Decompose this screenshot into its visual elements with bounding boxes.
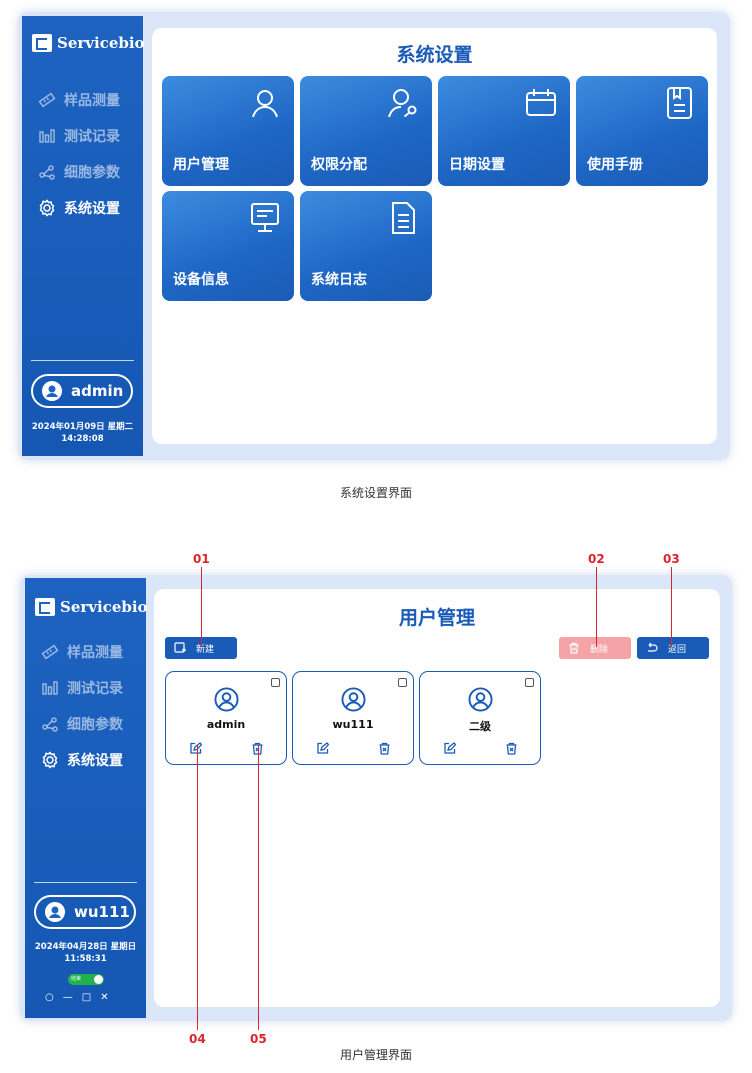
caption-system-settings: 系统设置界面 xyxy=(339,486,412,500)
user-icon xyxy=(248,86,282,120)
share-nodes-icon xyxy=(38,163,56,181)
brand-name: Servicebio xyxy=(57,34,145,52)
edit-icon[interactable] xyxy=(316,742,329,755)
date-display: 2024年04月28日 星期日 xyxy=(34,942,137,952)
callout-03: 03 xyxy=(663,552,680,566)
brand-name: Servicebio xyxy=(60,598,148,616)
user-badge[interactable]: admin xyxy=(31,374,133,408)
maximize-icon[interactable]: □ xyxy=(81,992,92,1003)
nav-item-test-records[interactable]: 测试记录 xyxy=(38,118,120,154)
minimize-icon[interactable]: — xyxy=(62,992,73,1003)
tile-user-manual[interactable]: 使用手册 xyxy=(576,76,708,186)
edit-icon[interactable] xyxy=(189,742,202,755)
time-display: 14:28:08 xyxy=(61,434,104,444)
select-checkbox[interactable] xyxy=(271,678,280,687)
user-avatar-icon xyxy=(341,687,366,712)
page-title: 系统设置 xyxy=(396,44,473,66)
brand-logo: Servicebio xyxy=(32,34,145,52)
callout-line-02 xyxy=(596,567,597,647)
main-panel: 系统设置 用户管理 权限分配 日期设置 使用手册 设备信息 系统日志 xyxy=(152,28,717,444)
user-avatar-icon xyxy=(42,381,62,401)
user-avatar-icon xyxy=(214,687,239,712)
back-button[interactable]: 返回 xyxy=(637,637,709,659)
user-card-level2[interactable]: 二级 xyxy=(419,671,541,765)
tile-date-settings[interactable]: 日期设置 xyxy=(438,76,570,186)
callout-04: 04 xyxy=(189,1032,206,1046)
logo-icon xyxy=(32,34,52,52)
time-display: 11:58:31 xyxy=(64,954,107,964)
status-toggle[interactable]: 结束 xyxy=(68,974,104,985)
gear-icon xyxy=(38,199,56,217)
add-icon xyxy=(174,642,186,654)
ruler-icon xyxy=(38,91,56,109)
tile-device-info[interactable]: 设备信息 xyxy=(162,191,294,301)
return-icon xyxy=(646,642,658,654)
close-icon[interactable]: ✕ xyxy=(100,992,109,1003)
page-title: 用户管理 xyxy=(398,607,475,629)
date-display: 2024年01月09日 星期二 xyxy=(31,422,134,432)
select-checkbox[interactable] xyxy=(525,678,534,687)
callout-02: 02 xyxy=(588,552,605,566)
bar-chart-icon xyxy=(38,127,56,145)
monitor-icon xyxy=(248,201,282,235)
select-checkbox[interactable] xyxy=(398,678,407,687)
tile-system-log[interactable]: 系统日志 xyxy=(300,191,432,301)
trash-icon xyxy=(568,642,580,654)
sidebar: Servicebio 样品测量 测试记录 细胞参数 系统设置 wu111 202… xyxy=(25,578,148,1018)
manual-icon xyxy=(662,86,696,120)
callout-line-03 xyxy=(671,567,672,647)
callout-line-01 xyxy=(201,567,202,647)
callout-line-05 xyxy=(258,745,259,1030)
nav-item-test-records[interactable]: 测试记录 xyxy=(41,670,123,706)
nav-item-cell-params[interactable]: 细胞参数 xyxy=(38,154,120,190)
nav-item-cell-params[interactable]: 细胞参数 xyxy=(41,706,123,742)
trash-icon[interactable] xyxy=(251,742,264,755)
brand-logo: Servicebio xyxy=(35,598,148,616)
main-panel: 用户管理 新建 删除 返回 admin wu111 二级 xyxy=(154,589,720,1007)
window-controls: ○ — □ ✕ xyxy=(45,992,109,1003)
logo-icon xyxy=(35,598,55,616)
nav-menu: 样品测量 测试记录 细胞参数 系统设置 xyxy=(41,634,123,778)
ruler-icon xyxy=(41,643,59,661)
trash-icon[interactable] xyxy=(505,742,518,755)
user-card-wu111[interactable]: wu111 xyxy=(292,671,414,765)
callout-05: 05 xyxy=(250,1032,267,1046)
callout-line-04 xyxy=(197,745,198,1030)
nav-item-system-settings[interactable]: 系统设置 xyxy=(38,190,120,226)
trash-icon[interactable] xyxy=(378,742,391,755)
edit-icon[interactable] xyxy=(443,742,456,755)
tile-user-management[interactable]: 用户管理 xyxy=(162,76,294,186)
user-badge[interactable]: wu111 xyxy=(34,895,136,929)
sidebar-divider xyxy=(31,360,134,361)
gear-icon xyxy=(41,751,59,769)
sidebar-divider xyxy=(34,882,137,883)
caption-user-management: 用户管理界面 xyxy=(339,1048,412,1062)
user-card-admin[interactable]: admin xyxy=(165,671,287,765)
new-user-button[interactable]: 新建 xyxy=(165,637,237,659)
share-nodes-icon xyxy=(41,715,59,733)
calendar-icon xyxy=(524,86,558,120)
document-icon xyxy=(386,201,420,235)
nav-item-sample-measure[interactable]: 样品测量 xyxy=(38,82,120,118)
nav-item-system-settings[interactable]: 系统设置 xyxy=(41,742,123,778)
bar-chart-icon xyxy=(41,679,59,697)
nav-menu: 样品测量 测试记录 细胞参数 系统设置 xyxy=(38,82,120,226)
sidebar: Servicebio 样品测量 测试记录 细胞参数 系统设置 admin 202… xyxy=(22,16,145,456)
toggle-knob xyxy=(94,975,103,984)
refresh-icon[interactable]: ○ xyxy=(45,992,54,1003)
user-avatar-icon xyxy=(45,902,65,922)
nav-item-sample-measure[interactable]: 样品测量 xyxy=(41,634,123,670)
tile-permission[interactable]: 权限分配 xyxy=(300,76,432,186)
user-avatar-icon xyxy=(468,687,493,712)
delete-button[interactable]: 删除 xyxy=(559,637,631,659)
callout-01: 01 xyxy=(193,552,210,566)
user-key-icon xyxy=(386,86,420,120)
